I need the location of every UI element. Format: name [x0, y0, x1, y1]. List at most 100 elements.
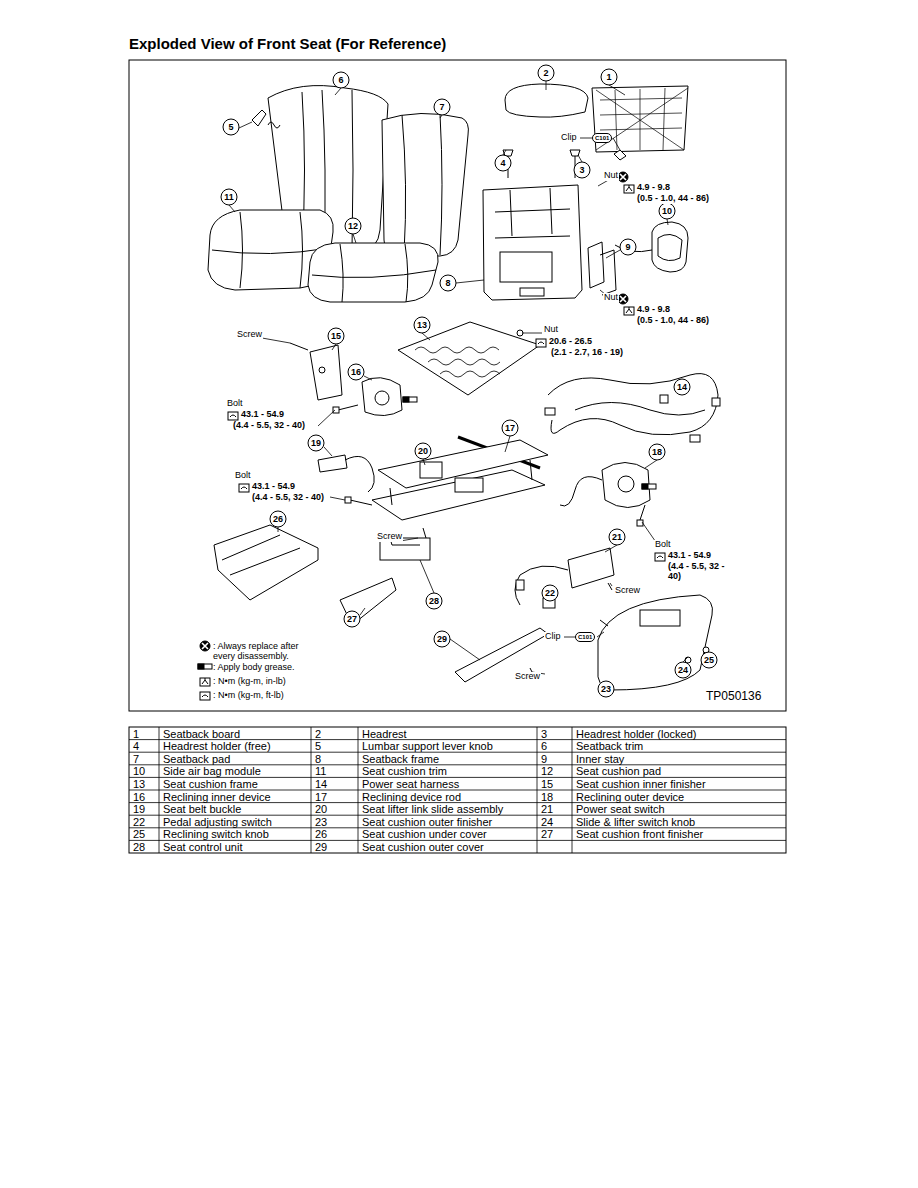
- table-cell: 6: [541, 740, 547, 752]
- callout-number: 13: [414, 317, 431, 334]
- torque-value: 20.6 - 26.5: [548, 337, 593, 347]
- table-cell: 17: [315, 791, 327, 803]
- table-cell: Pedal adjusting switch: [163, 816, 272, 828]
- table-cell: 10: [133, 765, 145, 777]
- callout-number: 14: [674, 379, 691, 396]
- table-cell: Seat cushion under cover: [362, 828, 487, 840]
- callout-number: 21: [609, 529, 626, 546]
- torque-value: (4.4 - 5.5, 32 - 40): [667, 562, 731, 582]
- table-cell: 12: [541, 765, 553, 777]
- torque-value: 43.1 - 54.9: [240, 410, 285, 420]
- callout-number: 16: [348, 364, 365, 381]
- callout-number: 2: [538, 65, 555, 82]
- callout-number: 18: [649, 444, 666, 461]
- fastener-label: Clip: [560, 133, 578, 143]
- table-cell: 24: [541, 816, 553, 828]
- connector-id: C101: [575, 632, 595, 642]
- table-cell: Headrest: [362, 728, 407, 740]
- table-cell: Seat cushion inner finisher: [576, 778, 706, 790]
- fastener-label: Screw: [614, 586, 641, 596]
- table-cell: 2: [315, 728, 321, 740]
- callout-number: 24: [675, 662, 692, 679]
- table-cell: Seat cushion frame: [163, 778, 258, 790]
- callout-number: 27: [344, 611, 361, 628]
- torque-value: 43.1 - 54.9: [667, 551, 712, 561]
- connector-id: C101: [592, 133, 612, 143]
- callout-number: 1: [601, 69, 618, 86]
- table-cell: 7: [133, 753, 139, 765]
- torque-value: (0.5 - 1.0, 44 - 86): [636, 316, 710, 326]
- callout-number: 19: [308, 435, 325, 452]
- table-cell: 1: [133, 728, 139, 740]
- table-cell: 20: [315, 803, 327, 815]
- table-cell: Seat lifter link slide assembly: [362, 803, 503, 815]
- callout-number: 26: [270, 511, 287, 528]
- callout-number: 4: [495, 155, 512, 172]
- table-cell: Power seat switch: [576, 803, 665, 815]
- fastener-label: Screw: [514, 672, 541, 682]
- table-cell: 19: [133, 803, 145, 815]
- callout-number: 11: [221, 189, 238, 206]
- callout-number: 25: [701, 652, 718, 669]
- table-cell: 5: [315, 740, 321, 752]
- table-cell: 22: [133, 816, 145, 828]
- fastener-label: Bolt: [234, 471, 252, 481]
- table-cell: Power seat harness: [362, 778, 459, 790]
- callout-number: 22: [542, 585, 559, 602]
- fastener-label: Screw: [376, 532, 403, 542]
- fastener-label: Screw: [236, 330, 263, 340]
- table-cell: 26: [315, 828, 327, 840]
- table-cell: Seat cushion front finisher: [576, 828, 703, 840]
- table-cell: 18: [541, 791, 553, 803]
- table-cell: Seat cushion pad: [576, 765, 661, 777]
- callout-number: 23: [598, 681, 615, 698]
- fastener-label: Bolt: [226, 399, 244, 409]
- callout-number: 17: [502, 420, 519, 437]
- callout-number: 10: [659, 203, 676, 220]
- table-cell: 27: [541, 828, 553, 840]
- diagram-title: Exploded View of Front Seat (For Referen…: [129, 35, 446, 52]
- drawing-number: TP050136: [706, 690, 761, 703]
- table-cell: Headrest holder (locked): [576, 728, 696, 740]
- fastener-label: Clip: [544, 632, 562, 642]
- callout-number: 12: [345, 218, 362, 235]
- table-cell: Slide & lifter switch knob: [576, 816, 695, 828]
- torque-value: (2.1 - 2.7, 16 - 19): [550, 348, 624, 358]
- callout-number: 9: [620, 239, 637, 256]
- fastener-label: Bolt: [654, 540, 672, 550]
- table-cell: Headrest holder (free): [163, 740, 271, 752]
- table-cell: 29: [315, 841, 327, 853]
- legend-text: : N•m (kg-m, ft-lb): [213, 690, 284, 700]
- callout-number: 7: [434, 99, 451, 116]
- table-cell: 8: [315, 753, 321, 765]
- table-cell: Side air bag module: [163, 765, 261, 777]
- callout-number: 20: [415, 443, 432, 460]
- table-cell: Reclining device rod: [362, 791, 461, 803]
- table-cell: 14: [315, 778, 327, 790]
- torque-value: 43.1 - 54.9: [251, 482, 296, 492]
- table-cell: Seatback board: [163, 728, 240, 740]
- legend-text: : N•m (kg-m, in-lb): [213, 676, 286, 686]
- torque-value: (4.4 - 5.5, 32 - 40): [251, 493, 325, 503]
- callout-number: 6: [333, 72, 350, 89]
- table-cell: 28: [133, 841, 145, 853]
- fastener-label: Nut: [603, 171, 619, 181]
- table-cell: Reclining switch knob: [163, 828, 269, 840]
- table-cell: 16: [133, 791, 145, 803]
- fastener-label: Nut: [543, 325, 559, 335]
- table-cell: 9: [541, 753, 547, 765]
- legend-text: : Apply body grease.: [213, 662, 295, 672]
- table-cell: Seat belt buckle: [163, 803, 241, 815]
- callout-number: 28: [426, 593, 443, 610]
- torque-value: 4.9 - 9.8: [636, 183, 671, 193]
- table-cell: Seat cushion outer finisher: [362, 816, 492, 828]
- table-cell: Reclining outer device: [576, 791, 684, 803]
- callout-number: 15: [328, 328, 345, 345]
- table-cell: 25: [133, 828, 145, 840]
- table-cell: Seatback trim: [576, 740, 643, 752]
- table-cell: 4: [133, 740, 139, 752]
- callout-number: 8: [440, 275, 457, 292]
- table-cell: 21: [541, 803, 553, 815]
- callout-number: 29: [434, 631, 451, 648]
- table-cell: Reclining inner device: [163, 791, 271, 803]
